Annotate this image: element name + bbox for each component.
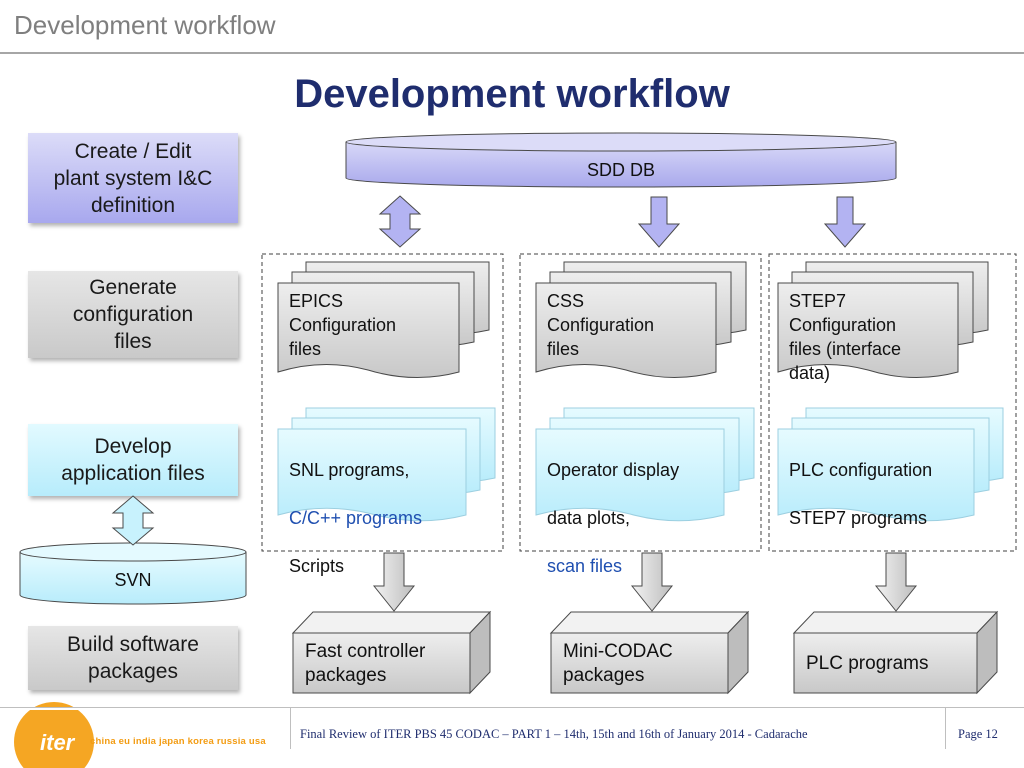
step-line: configuration bbox=[72, 303, 194, 326]
down-arrow bbox=[823, 196, 867, 248]
column-frame bbox=[768, 253, 1017, 552]
package-box bbox=[549, 610, 750, 695]
package-box bbox=[291, 610, 492, 695]
app-line: data plots, bbox=[547, 508, 631, 528]
app-line: C/C++ programs bbox=[289, 508, 423, 528]
step-build-packages: Build software packages bbox=[28, 626, 238, 690]
double-arrow bbox=[111, 495, 155, 546]
mini-codac-package-text: Mini-CODAC packages bbox=[563, 641, 673, 686]
footer-text: Final Review of ITER PBS 45 CODAC – PART… bbox=[300, 727, 808, 741]
step-create-edit: Create / Edit plant system I&C definitio… bbox=[28, 133, 238, 223]
css-app-text: Operator display data plots, scan files bbox=[547, 434, 727, 602]
plc-package-text: PLC programs bbox=[806, 653, 929, 674]
app-line: Operator display bbox=[547, 460, 680, 480]
step-line: files bbox=[114, 330, 152, 353]
app-line: Scripts bbox=[289, 556, 345, 576]
sdd-db-cylinder bbox=[345, 132, 897, 188]
header-title: Development workflow bbox=[14, 10, 276, 40]
epics-app-text: SNL programs, C/C++ programs Scripts bbox=[289, 434, 469, 602]
column-frame bbox=[519, 253, 762, 552]
step-develop-app: Develop application files bbox=[28, 424, 238, 496]
step-line: definition bbox=[90, 193, 176, 217]
down-arrow bbox=[874, 552, 918, 612]
iter-logo-word: iter bbox=[40, 730, 75, 755]
svn-label: SVN bbox=[114, 570, 152, 590]
step-line: Create / Edit bbox=[74, 139, 192, 163]
step-line: packages bbox=[88, 660, 178, 683]
app-line: SNL programs, bbox=[289, 460, 410, 480]
config-doc-stack bbox=[535, 261, 747, 378]
app-doc-stack bbox=[535, 407, 755, 522]
down-arrow bbox=[630, 552, 674, 612]
step-line: plant system I&C bbox=[53, 166, 213, 190]
step7-config-text: STEP7 Configuration files (interface dat… bbox=[789, 291, 902, 383]
step-line: Build software bbox=[67, 633, 199, 656]
fast-controller-package-text: Fast controller packages bbox=[305, 641, 426, 686]
page-number: Page 12 bbox=[958, 727, 998, 741]
plc-app-text: PLC configuration STEP7 programs bbox=[789, 434, 989, 554]
column-frame bbox=[261, 253, 504, 552]
iter-logo-icon bbox=[14, 702, 94, 768]
footer-separator bbox=[290, 707, 291, 749]
down-arrow bbox=[372, 552, 416, 612]
package-box bbox=[792, 610, 999, 695]
down-arrow bbox=[637, 196, 681, 248]
footer-divider bbox=[0, 707, 1024, 708]
slide-title: Development workflow bbox=[294, 72, 730, 116]
step-line: Generate bbox=[89, 276, 177, 299]
svn-cylinder bbox=[19, 542, 247, 605]
app-line: scan files bbox=[547, 556, 623, 576]
config-doc-stack bbox=[277, 261, 490, 378]
sdd-db-label: SDD DB bbox=[586, 160, 655, 180]
epics-config-text: EPICS Configuration files bbox=[289, 291, 397, 359]
app-doc-stack bbox=[277, 407, 496, 522]
app-line: STEP7 programs bbox=[789, 508, 928, 528]
header-divider bbox=[0, 52, 1024, 54]
iter-logo-tagline: china eu india japan korea russia usa bbox=[90, 736, 266, 747]
step-line: Develop bbox=[94, 435, 172, 458]
double-arrow bbox=[378, 195, 422, 248]
app-doc-stack bbox=[777, 407, 1004, 522]
config-doc-stack bbox=[777, 261, 989, 378]
footer-separator bbox=[945, 707, 946, 749]
step-generate-config: Generate configuration files bbox=[28, 271, 238, 358]
step-line: application files bbox=[61, 462, 205, 485]
css-config-text: CSS Configuration files bbox=[547, 291, 655, 359]
app-line: PLC configuration bbox=[789, 460, 933, 480]
